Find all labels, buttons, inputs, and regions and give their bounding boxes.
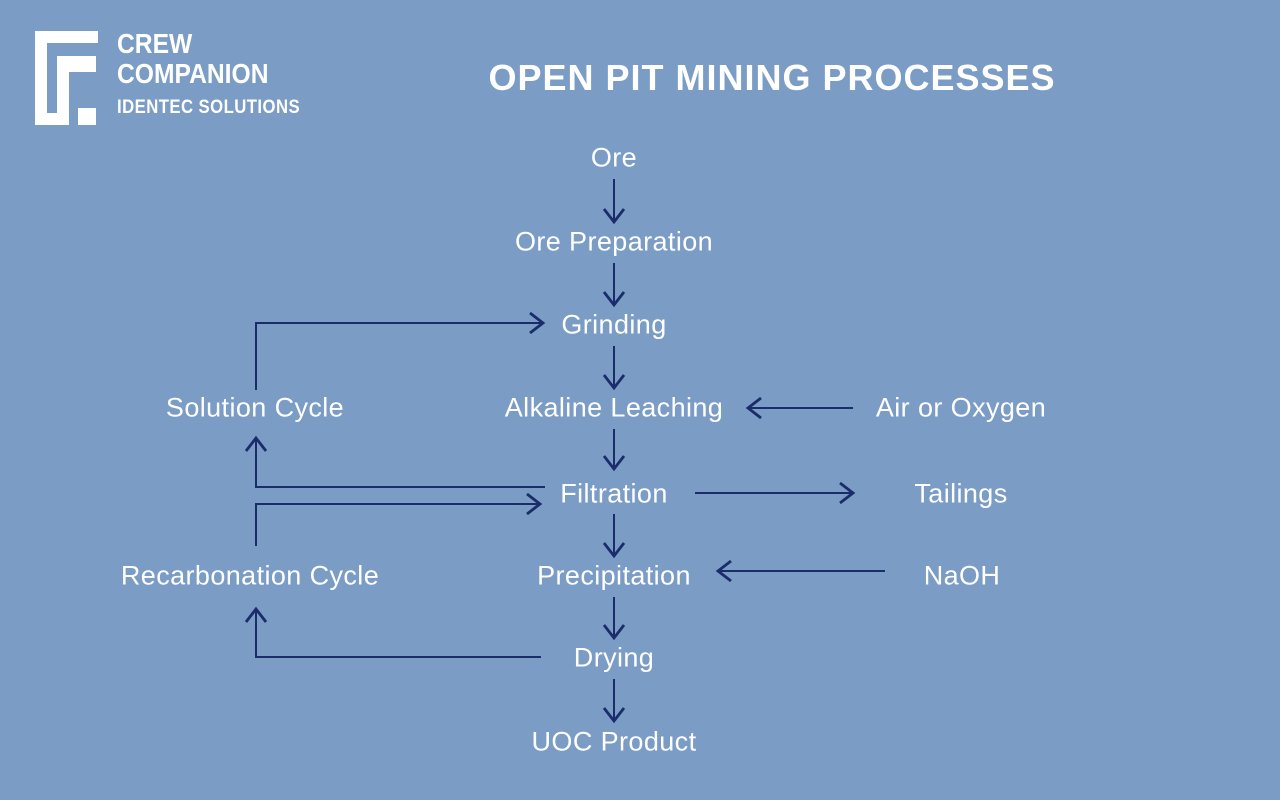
node-naoh: NaOH [923, 560, 1001, 591]
node-ore: Ore [590, 142, 638, 173]
arrow-ore-preparation-to-grinding [602, 263, 626, 308]
node-solution-cycle: Solution Cycle [165, 392, 345, 423]
arrow-filtration-to-tailings [695, 481, 856, 505]
node-grinding: Grinding [561, 309, 667, 340]
arrow-naoh-to-precipitation [715, 559, 885, 583]
node-ore-preparation: Ore Preparation [514, 226, 714, 257]
page-title: OPEN PIT MINING PROCESSES [488, 57, 1056, 98]
node-tailings: Tailings [914, 478, 1008, 509]
arrow-solution-cycle-to-grinding [255, 311, 546, 390]
node-precipitation: Precipitation [537, 560, 691, 591]
node-alkaline-leaching: Alkaline Leaching [504, 392, 724, 423]
arrow-air-or-oxygen-to-alkaline-leaching [745, 396, 853, 420]
arrow-ore-to-ore-preparation [602, 179, 626, 225]
node-uoc-product: UOC Product [531, 726, 697, 757]
arrow-drying-to-uoc-product [602, 679, 626, 724]
arrow-recarbonation-cycle-to-filtration [255, 492, 543, 546]
arrow-grinding-to-alkaline-leaching [602, 346, 626, 391]
arrow-filtration-to-precipitation [602, 514, 626, 559]
node-filtration: Filtration [560, 478, 668, 509]
arrow-precipitation-to-drying [602, 597, 626, 641]
logo-line-companion: COMPANION [117, 58, 269, 89]
node-drying: Drying [573, 642, 655, 673]
arrow-drying-to-recarbonation-cycle [244, 606, 541, 658]
nested-brackets-icon [35, 31, 98, 125]
logo-wordmark: CREW COMPANION IDENTEC SOLUTIONS [117, 29, 325, 118]
logo-line-identec-solutions: IDENTEC SOLUTIONS [117, 97, 301, 118]
crew-companion-logo: CREW COMPANION IDENTEC SOLUTIONS [0, 0, 330, 140]
node-air-or-oxygen: Air or Oxygen [875, 392, 1047, 423]
node-recarbonation-cycle: Recarbonation Cycle [120, 560, 380, 591]
arrow-alkaline-leaching-to-filtration [602, 429, 626, 472]
arrow-filtration-to-solution-cycle [244, 435, 545, 488]
logo-line-crew: CREW [117, 28, 193, 59]
